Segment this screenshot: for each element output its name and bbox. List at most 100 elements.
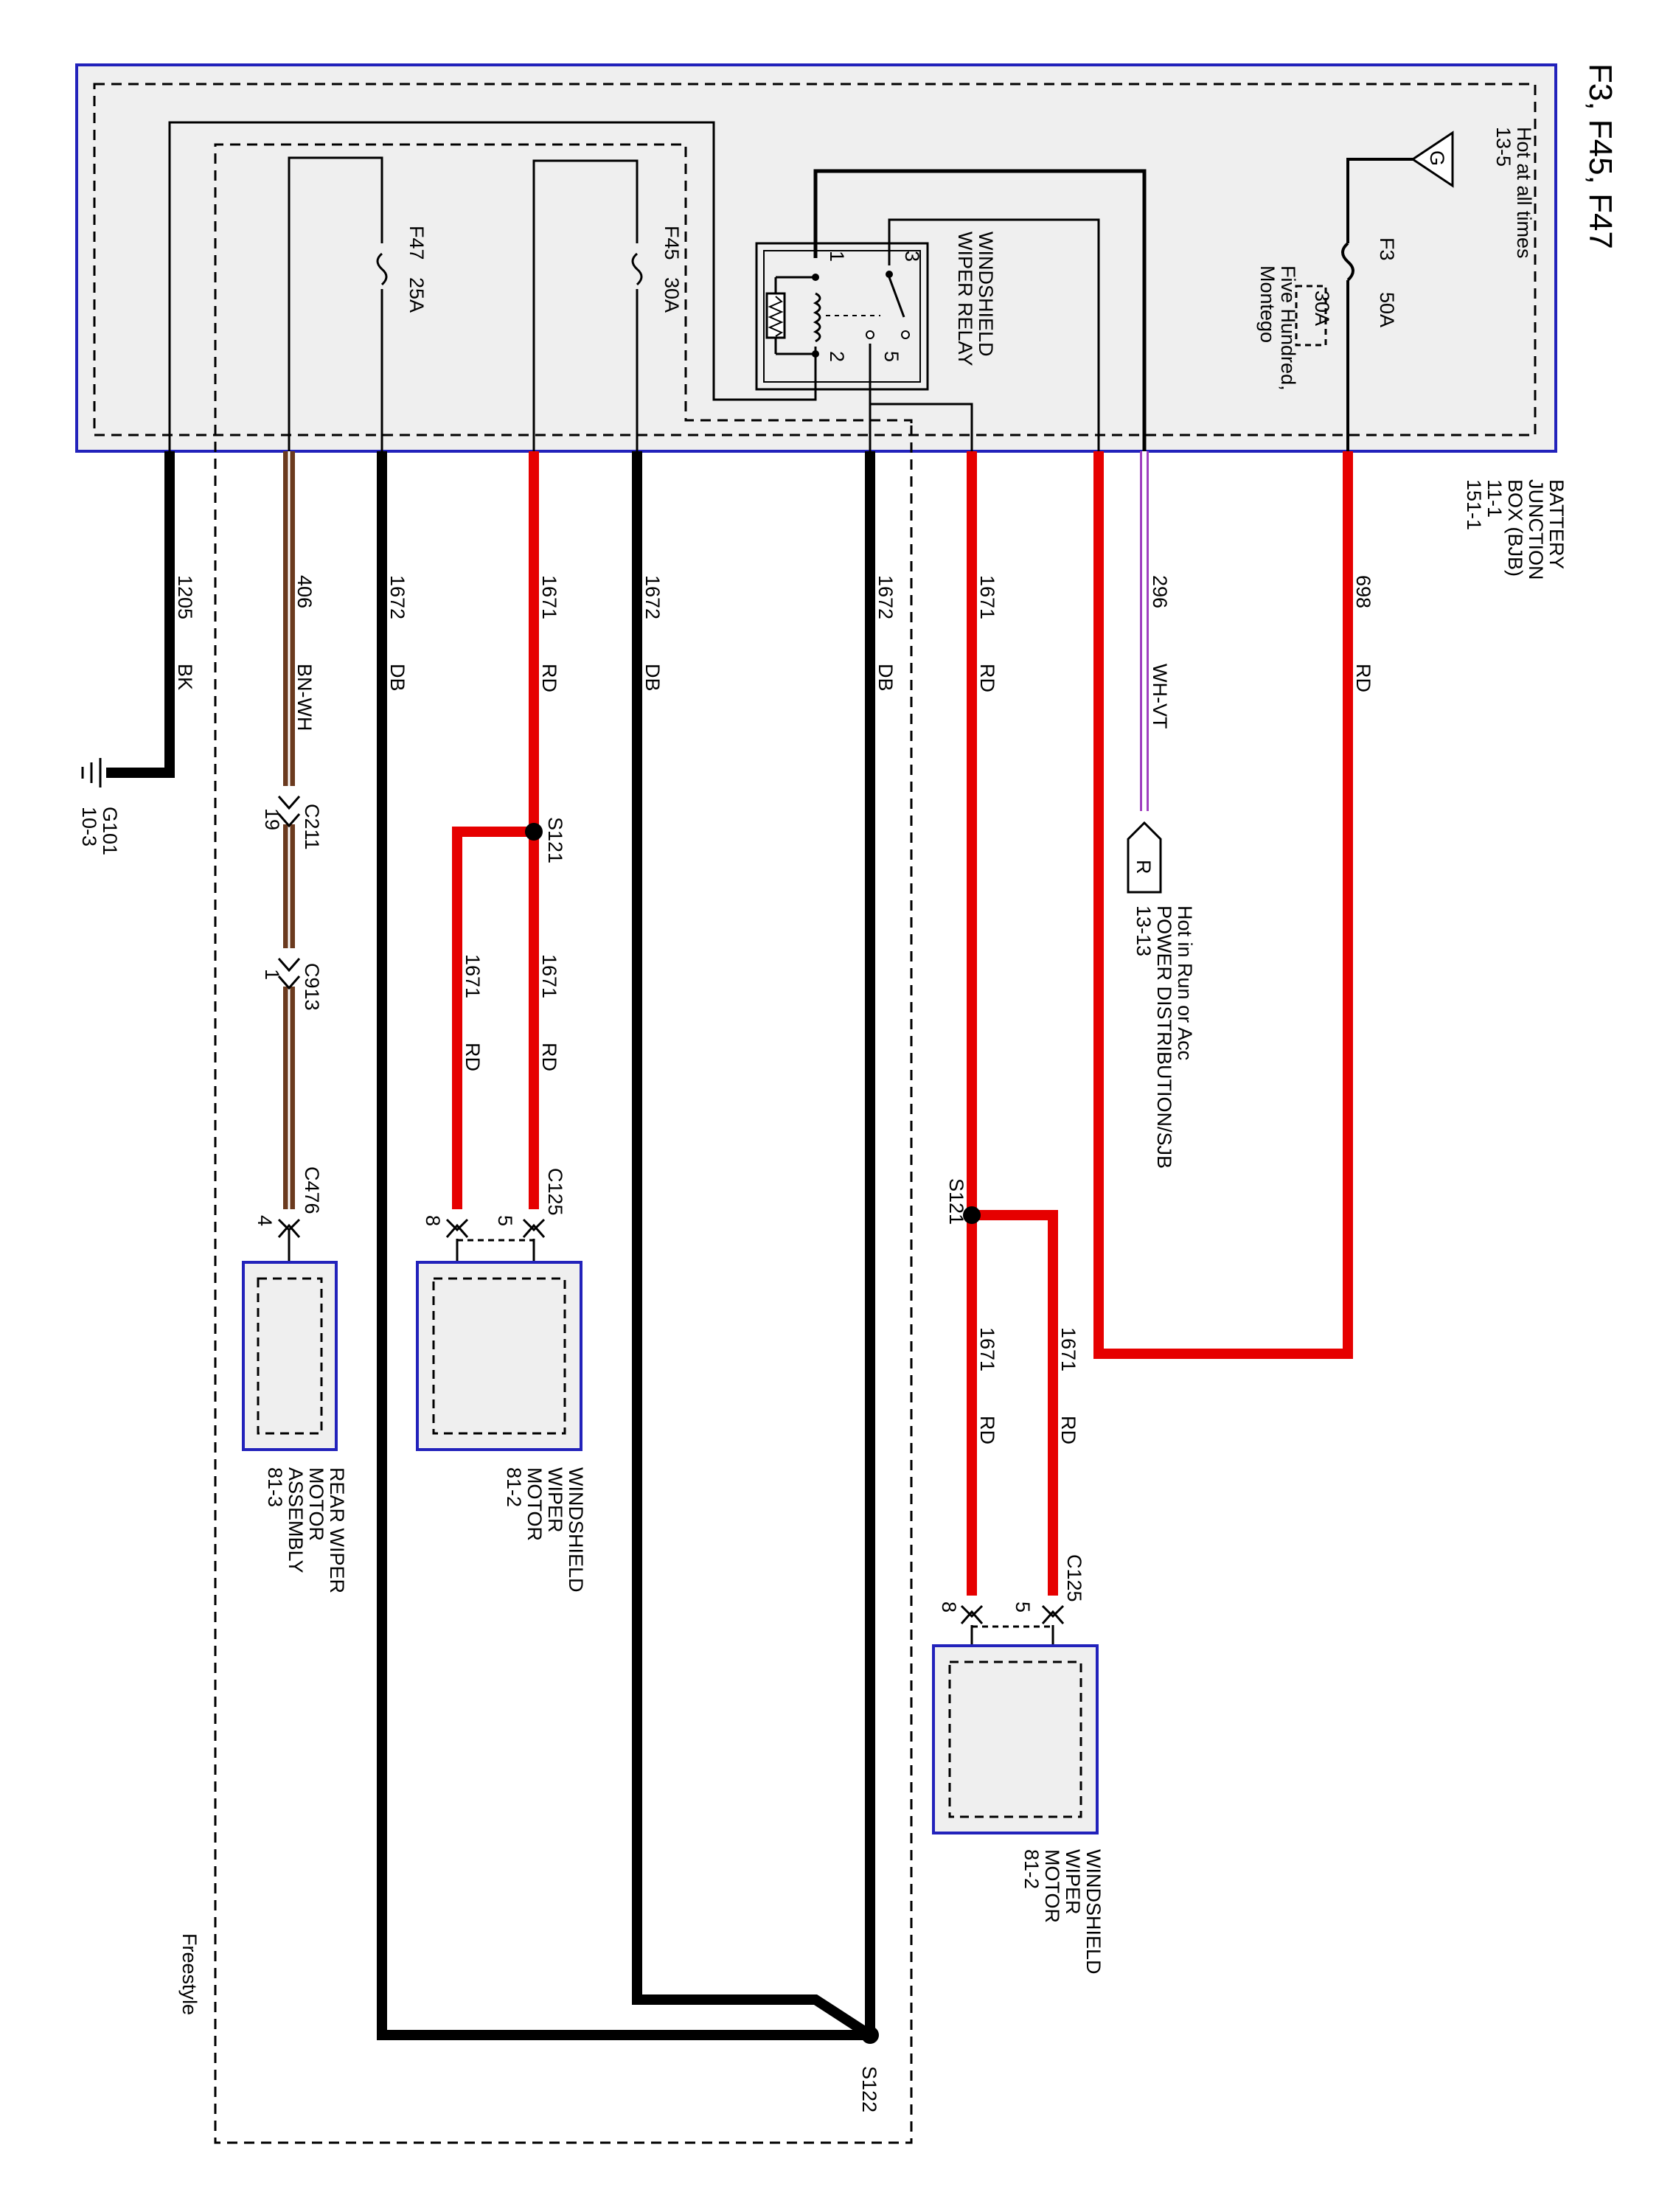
relay-inner-box [763,250,921,383]
svg-text:C476: C476 [301,1166,323,1214]
svg-text:C125: C125 [1063,1554,1085,1602]
connector-c913-mark [277,958,301,990]
svg-text:WIPER: WIPER [544,1467,566,1533]
svg-text:1671: 1671 [538,575,560,619]
svg-text:BATTERY: BATTERY [1545,479,1568,569]
svg-text:BK: BK [174,664,196,690]
svg-text:13-13: 13-13 [1133,905,1155,956]
relay-pin3-dot [886,271,893,278]
svg-text:1672: 1672 [641,575,664,619]
svg-text:25A: 25A [406,277,428,313]
svg-text:RD: RD [976,664,998,692]
connector-c125-right-pin-a: 5 [1012,1601,1034,1613]
relay-pin2-label: 2 [826,351,848,362]
f47-loop-line [288,156,383,454]
svg-text:10-3: 10-3 [78,807,100,846]
connector-c125-right-b [1041,1604,1065,1624]
relay-pin1-dot [812,274,819,281]
wire-label-1672-a: 1672 DB [386,575,408,692]
svg-text:81-2: 81-2 [503,1467,525,1507]
connector-c913-pin: 1 [261,969,283,980]
svg-text:Freestyle: Freestyle [178,1933,201,2015]
svg-text:DB: DB [874,664,897,692]
ground-symbol [81,758,102,787]
wire-label-1672-b: 1672 DB [641,575,664,692]
svg-text:406: 406 [293,575,316,608]
svg-text:BN-WH: BN-WH [293,664,316,731]
splice-s121-left [525,823,543,841]
wire-1672-middle [632,451,873,2039]
wire-label-1205: 1205 BK [174,575,196,690]
relay-coil-zigzag [768,296,784,337]
svg-text:50A: 50A [1376,292,1398,327]
svg-text:ASSEMBLY: ASSEMBLY [285,1467,307,1573]
fuse-f45-symbol [631,252,643,286]
connector-c211-mark [277,796,301,828]
fuse-f3-note: Five Hundred, Montego [1256,265,1299,391]
rear-wiper-motor-label: REAR WIPER MOTOR ASSEMBLY 81-3 [264,1467,348,1593]
svg-text:1671: 1671 [462,954,484,998]
svg-text:RD: RD [538,1043,560,1071]
splice-s122 [861,2026,879,2044]
wire-label-1671-b: 1671 RD [976,575,998,692]
splice-s122-label: S122 [858,2066,880,2112]
svg-text:3: 3 [901,251,923,262]
svg-text:F47: F47 [406,226,428,260]
wire-1671-right-branch [972,1210,1058,1596]
svg-text:Hot in Run or Acc: Hot in Run or Acc [1174,905,1196,1060]
hot-in-run-label: Hot in Run or Acc POWER DISTRIBUTION/SJB… [1133,905,1196,1169]
svg-text:1672: 1672 [386,575,408,619]
svg-text:REAR WIPER: REAR WIPER [326,1467,348,1593]
splice-left-w1-label: 1671 RD [538,954,560,1071]
svg-text:WH-VT: WH-VT [1149,664,1171,728]
connector-c125-right-label: C125 [1063,1554,1085,1602]
svg-text:RD: RD [1057,1416,1079,1444]
svg-text:Montego: Montego [1256,265,1279,343]
svg-text:WIPER: WIPER [1062,1849,1084,1915]
svg-text:BOX (BJB): BOX (BJB) [1504,479,1526,577]
relay-nc-dot [901,330,910,339]
svg-text:19: 19 [261,808,283,830]
svg-text:1671: 1671 [538,954,560,998]
svg-text:296: 296 [1149,575,1171,608]
svg-text:MOTOR: MOTOR [524,1467,546,1541]
svg-text:81-3: 81-3 [264,1467,286,1507]
splice-s121-left-label: S121 [544,817,566,863]
relay-pin3-label: 3 [901,251,923,262]
svg-text:2: 2 [826,351,848,362]
splice-right-w1-label: 1671 RD [976,1327,998,1444]
svg-text:DB: DB [386,664,408,692]
svg-text:WINDSHIELD: WINDSHIELD [975,232,997,357]
fuse-f47-label: F47 25A [406,226,428,313]
svg-text:Five Hundred,: Five Hundred, [1277,265,1299,391]
connector-c476-pin: 4 [254,1215,276,1226]
relay-coil-winding [813,292,821,343]
splice-right-w2-label: 1671 RD [1057,1327,1079,1444]
svg-text:81-2: 81-2 [1020,1849,1043,1889]
svg-text:1671: 1671 [976,1327,998,1371]
connector-c913-label: C913 [301,963,323,1011]
svg-text:1671: 1671 [1057,1327,1079,1371]
fuse-f3-alt-label: 30A [1311,291,1333,326]
wire-698-rd [1093,451,1353,1359]
windshield-wiper-motor-right-box [932,1644,1099,1834]
fuse-f3-label: F3 50A [1376,237,1398,327]
svg-text:MOTOR: MOTOR [1041,1849,1063,1923]
fuse-f3-alt-box [1295,285,1327,347]
svg-text:JUNCTION: JUNCTION [1525,479,1547,580]
svg-text:C211: C211 [301,804,323,850]
svg-text:30A: 30A [661,277,683,313]
svg-text:13-5: 13-5 [1492,127,1514,167]
svg-text:G101: G101 [99,807,121,855]
ground-internal-line [168,121,817,454]
svg-text:F3, F45, F47: F3, F45, F47 [1582,63,1618,249]
connector-c125-left-b [522,1218,546,1238]
connector-c211-pin: 19 [261,808,283,830]
svg-text:5: 5 [1012,1601,1034,1613]
svg-text:WIPER RELAY: WIPER RELAY [954,232,976,366]
splice-left-w2-label: 1671 RD [462,954,484,1071]
splice-s121-right-label: S121 [945,1178,967,1225]
connector-c125-left-pin-a: 5 [494,1215,516,1226]
svg-text:4: 4 [254,1215,276,1226]
svg-text:5: 5 [494,1215,516,1226]
